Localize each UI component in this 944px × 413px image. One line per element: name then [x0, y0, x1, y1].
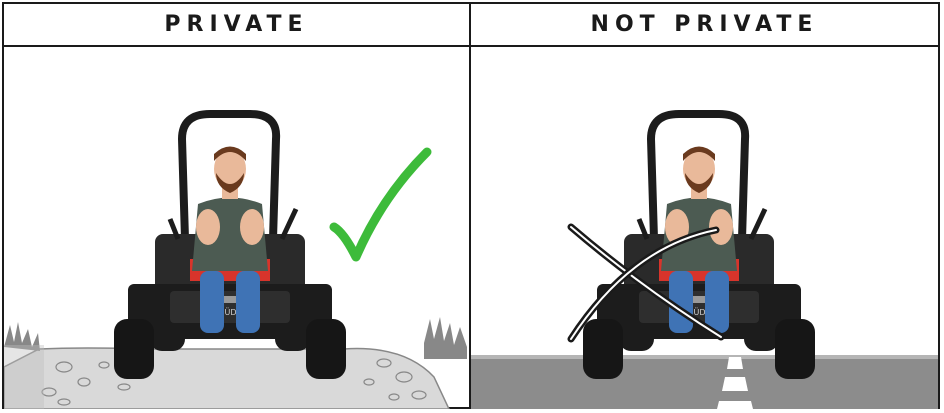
zero-turn-mower: GÜDE: [583, 114, 815, 379]
panel-not-private: NOT PRIVATE: [471, 4, 938, 407]
panel-title: PRIVATE: [164, 12, 308, 37]
panel-private: PRIVATE: [4, 4, 471, 407]
zero-turn-mower: GÜDE: [114, 114, 346, 379]
comparison-frame: PRIVATE: [2, 2, 940, 409]
public-road: [471, 355, 938, 409]
check-icon: [334, 152, 427, 257]
panel-header: PRIVATE: [4, 4, 469, 47]
scene-private: GÜDE: [4, 47, 469, 409]
panel-header: NOT PRIVATE: [471, 4, 938, 47]
illustration-private: GÜDE: [4, 47, 467, 409]
panel-title: NOT PRIVATE: [591, 12, 819, 37]
scene-not-private: GÜDE: [471, 47, 938, 409]
illustration-not-private: GÜDE: [471, 47, 938, 409]
